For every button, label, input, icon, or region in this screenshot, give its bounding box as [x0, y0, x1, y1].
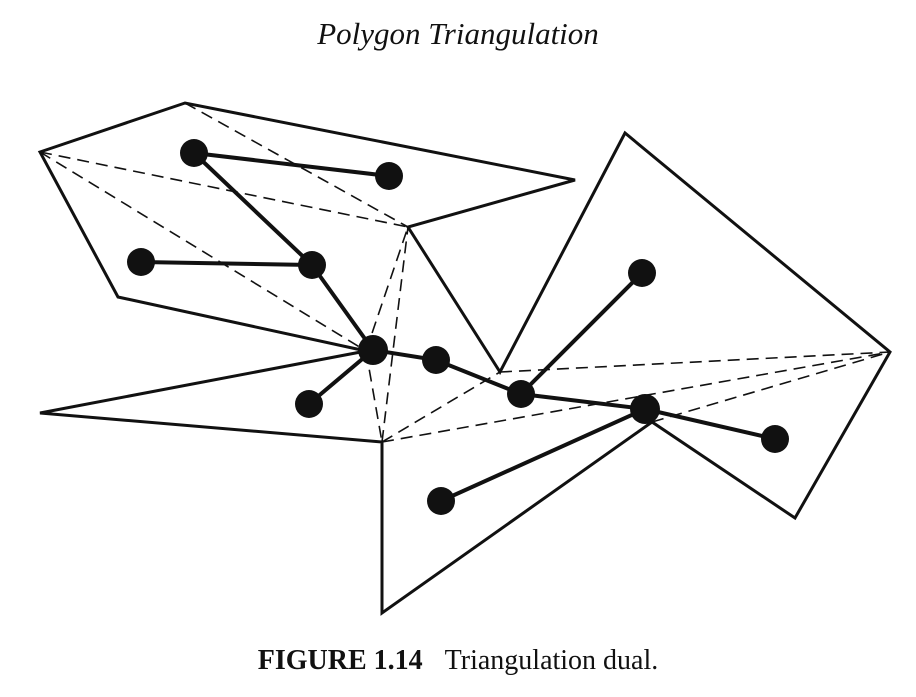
diagonal [381, 371, 501, 443]
diagonal [39, 151, 367, 352]
figure-caption-text: Triangulation dual. [444, 645, 659, 676]
dual-node [422, 346, 450, 374]
dual-node [298, 251, 326, 279]
diagonal [499, 351, 891, 373]
triangulation-diagonals [39, 102, 891, 443]
dual-edge [192, 151, 314, 267]
dual-edge [519, 392, 647, 411]
dual-edge [434, 358, 523, 396]
dual-edge [139, 260, 314, 267]
dual-node [507, 380, 535, 408]
figure-caption-label: FIGURE 1.14 [257, 645, 423, 676]
dual-node [180, 139, 208, 167]
dual-graph-edges [139, 151, 777, 503]
diagonal [651, 351, 891, 423]
diagonal [365, 350, 383, 443]
dual-edge [310, 263, 375, 352]
dual-node [427, 487, 455, 515]
dual-edge [643, 407, 777, 441]
diagonal [381, 226, 409, 443]
dual-edge [192, 151, 391, 178]
dual-node [628, 259, 656, 287]
dual-edge [519, 271, 644, 396]
dual-node [295, 390, 323, 418]
page-header-title: Polygon Triangulation [317, 16, 599, 51]
dual-node [358, 335, 388, 365]
dual-graph-nodes [127, 139, 789, 515]
figure-caption: FIGURE 1.14 Triangulation dual. [0, 643, 916, 679]
diagonal [39, 151, 409, 228]
dual-edge [439, 407, 647, 503]
polygon-boundary [37, 101, 892, 616]
dual-node [127, 248, 155, 276]
diagonal [184, 102, 409, 228]
dual-node [375, 162, 403, 190]
diagonal [365, 226, 409, 352]
dual-node [630, 394, 660, 424]
dual-node [761, 425, 789, 453]
